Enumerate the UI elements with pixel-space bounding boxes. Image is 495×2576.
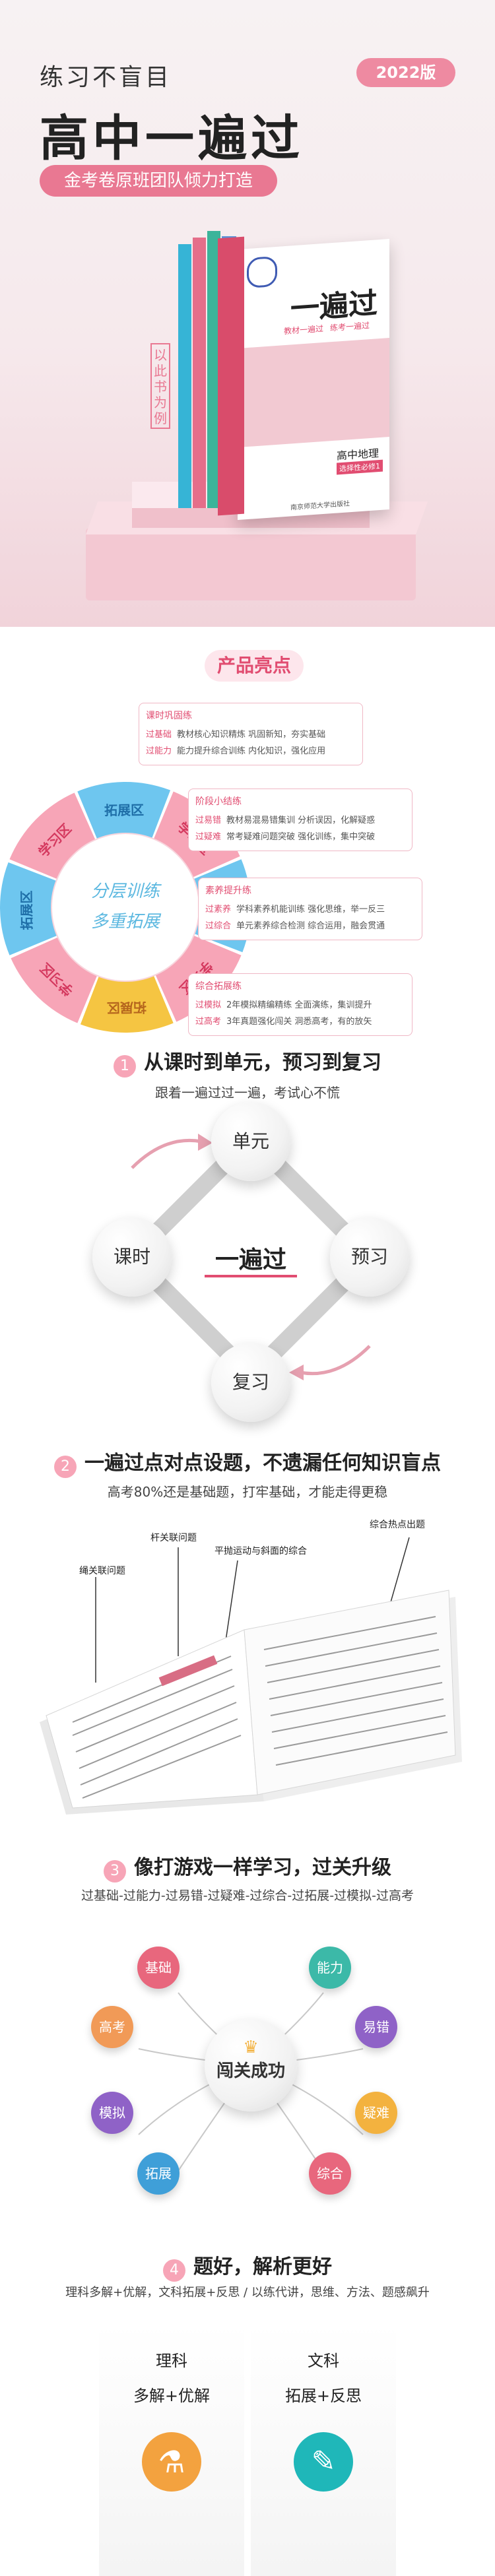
level-node-error: 易错: [355, 2006, 397, 2048]
science-title: 理科: [156, 2352, 187, 2370]
annotation-projectile: 平抛运动与斜面的综合: [214, 1546, 307, 1557]
card-key: 过疑难: [195, 832, 222, 842]
section-subtitle: 跟着一遍过过一遍，考试心不慌: [155, 1085, 340, 1101]
flask-icon: ⚗: [142, 2432, 201, 2492]
card-head: 课时巩固练: [146, 711, 192, 721]
wheel-segment-label: 拓展区: [104, 802, 145, 819]
arts-card: 文科 拓展+反思 ✎: [251, 2323, 396, 2576]
card-text: 2年模拟精编精练 全面演练，集训提升: [226, 1000, 372, 1010]
card-head: 阶段小结练: [195, 796, 242, 807]
wheel-segment: [9, 792, 96, 880]
feature-card-2: 阶段小结练 过易错教材易混易错集训 分析误因，化解疑惑 过疑难常考疑难问题突破 …: [188, 789, 412, 851]
level-node-comprehensive: 综合: [309, 2152, 351, 2195]
document-edit-icon: ✎: [294, 2432, 353, 2492]
arts-title: 文科: [308, 2352, 339, 2370]
cycle-node-lesson: 课时: [92, 1217, 172, 1297]
feature-card-3: 素养提升练 过素养学科素养机能训练 强化思维，举一反三 过综合单元素养综合检测 …: [198, 878, 422, 940]
level-node-ability: 能力: [309, 1947, 351, 1989]
level-node-difficult: 疑难: [355, 2092, 397, 2134]
card-text: 教材核心知识精炼 巩固新知，夯实基础: [177, 730, 326, 740]
card-key: 过能力: [146, 746, 172, 756]
feature-card-1: 课时巩固练 过基础教材核心知识精炼 巩固新知，夯实基础 过能力能力提升综合训练 …: [139, 703, 363, 765]
section2-heading: 2 一遍过点对点设题，不遗漏任何知识盲点: [0, 1446, 495, 1478]
book-tag2: 练考一遍过: [330, 321, 370, 333]
level-node-extend: 拓展: [137, 2152, 180, 2195]
book-back: [218, 236, 244, 516]
level-center: ♛ 闯关成功: [205, 2019, 297, 2111]
team-banner: 金考卷原班团队倾力打造: [40, 165, 277, 197]
section-title: 题好，解析更好: [193, 2255, 332, 2278]
section3-heading: 3 像打游戏一样学习，过关升级: [0, 1851, 495, 1883]
card-key: 过素养: [205, 905, 232, 915]
wheel-segment: [11, 937, 98, 1023]
card-key: 过模拟: [195, 1000, 222, 1010]
feature-card-4: 综合拓展练 过模拟 2年模拟精编精练 全面演练，集训提升 过高考 3年真题强化闯关 …: [188, 973, 412, 1036]
annotation-rod: 杆关联问题: [150, 1533, 197, 1543]
section-title: 一遍过点对点设题，不遗漏任何知识盲点: [84, 1452, 441, 1475]
section-number: 2: [54, 1455, 77, 1478]
section4-heading: 4 题好，解析更好: [0, 2250, 495, 2282]
science-card: 理科 多解+优解 ⚗: [99, 2323, 244, 2576]
card-key: 过综合: [205, 921, 232, 931]
level-node-mock: 模拟: [91, 2092, 133, 2134]
section1-heading: 1 从课时到单元，预习到复习: [0, 1046, 495, 1078]
edition-badge: 2022版: [356, 58, 455, 87]
crown-icon: ♛: [243, 2038, 259, 2057]
cycle-center-logo: 一遍过: [205, 1240, 297, 1277]
card-text: 单元素养综合检测 综合运用，融会贯通: [236, 921, 385, 931]
wheel-segment-label: 拓展区: [106, 999, 147, 1016]
hero-banner: 练习不盲目 2022版 高中一遍过 金考卷原班团队倾力打造 以此书为例 一遍过 …: [0, 0, 495, 627]
section-subtitle: 过基础-过能力-过易错-过疑难-过综合-过拓展-过模拟-过高考: [81, 1888, 414, 1903]
wheel-segment: [80, 975, 174, 1033]
book-volume: 选择性必修1: [337, 459, 383, 475]
sample-tag: 以此书为例: [150, 343, 170, 429]
arts-desc: 拓展+反思: [284, 2387, 362, 2405]
wheel-segment: [77, 782, 171, 839]
open-workbook: [40, 1537, 462, 1815]
card-text: 3年真题强化闯关 洞悉高考，有的放矢: [226, 1017, 372, 1027]
card-head: 综合拓展练: [195, 981, 242, 992]
hero-small-title: 练习不盲目: [40, 64, 172, 91]
level-node-gaokao: 高考: [91, 2006, 133, 2048]
card-text: 学科素养机能训练 强化思维，举一反三: [236, 905, 385, 915]
highlights-title: 产品亮点: [205, 650, 304, 682]
cycle-node-unit: 单元: [211, 1102, 290, 1181]
card-key: 过易错: [195, 816, 222, 825]
card-key: 过基础: [146, 730, 172, 740]
annotation-hotspot: 综合热点出题: [370, 1520, 425, 1530]
section-number: 1: [114, 1054, 136, 1078]
section-subtitle: 高考80%还是基础题，打牢基础，才能走得更稳: [107, 1484, 388, 1500]
book-cover: 一遍过 教材一遍过 练考一遍过 高中地理 选择性必修1 南京师范大学出版社: [238, 238, 389, 521]
section-subtitle: 理科多解+优解，文科拓展+反思 / 以练代讲，思维、方法、题感飙升: [65, 2286, 430, 2300]
wheel-segment: [0, 862, 57, 955]
science-desc: 多解+优解: [133, 2387, 211, 2405]
card-head: 素养提升练: [205, 886, 251, 896]
wheel-center-2: 多重拓展: [90, 912, 160, 932]
section-number: 4: [163, 2259, 185, 2282]
section-title: 从课时到单元，预习到复习: [144, 1051, 381, 1074]
card-key: 过高考: [195, 1017, 222, 1027]
card-text: 常考疑难问题突破 强化训练，集中突破: [226, 832, 376, 842]
level-node-basic: 基础: [137, 1947, 180, 1989]
cycle-node-preview: 预习: [330, 1217, 409, 1297]
wheel-center-1: 分层训练: [90, 882, 160, 901]
hero-main-title: 高中一遍过: [40, 110, 304, 167]
card-text: 能力提升综合训练 内化知识，强化应用: [177, 746, 326, 756]
section-number: 3: [104, 1859, 126, 1883]
wheel-segment-label: 拓展区: [18, 890, 35, 930]
level-center-label: 闯关成功: [216, 2061, 285, 2081]
book-tag1: 教材一遍过: [284, 323, 324, 337]
card-text: 教材易混易错集训 分析误因，化解疑惑: [226, 816, 376, 825]
section-title: 像打游戏一样学习，过关升级: [134, 1856, 391, 1879]
book-press: 南京师范大学出版社: [290, 500, 350, 512]
cycle-node-review: 复习: [211, 1343, 290, 1422]
annotation-rope: 绳关联问题: [79, 1566, 125, 1576]
